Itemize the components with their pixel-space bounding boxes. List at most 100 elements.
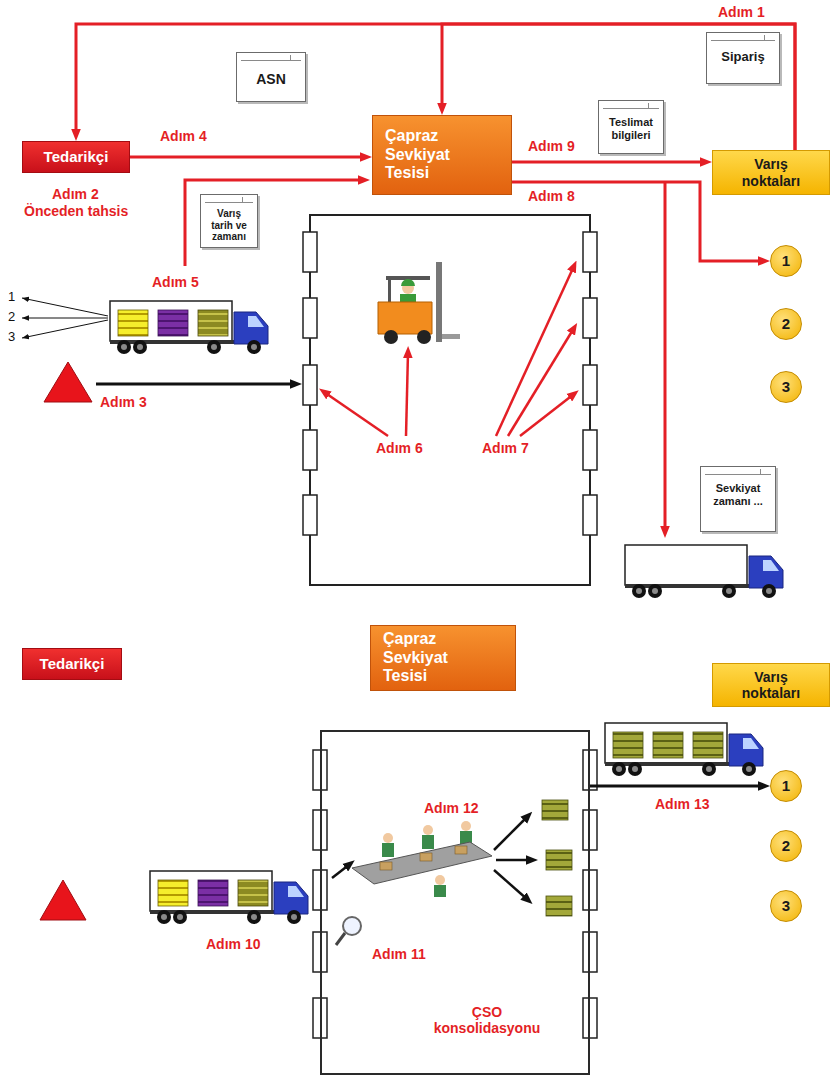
sorting-conveyor	[352, 821, 492, 897]
destination-circle: 3	[770, 371, 802, 403]
cargo-olive	[198, 310, 228, 336]
cargo-olive	[238, 880, 268, 906]
step-label: Adım 13	[655, 796, 709, 812]
unload-arrow	[324, 392, 388, 436]
destination-box: Varış noktaları	[712, 663, 830, 707]
document-header-divider	[242, 197, 243, 202]
worker-head	[383, 833, 393, 843]
conveyor-belt	[352, 842, 492, 884]
sort-arrow	[508, 328, 574, 436]
supplier-triangle	[40, 880, 86, 920]
node-text: Varış noktaları	[729, 669, 813, 701]
node-text: Varış tarih ve zamanı	[207, 208, 251, 243]
worker-head	[461, 821, 471, 831]
dock-door	[583, 232, 597, 272]
forklift-wheel	[417, 330, 431, 344]
node-text: 1	[782, 252, 790, 269]
worker-body	[422, 835, 434, 849]
sort-arrow	[496, 266, 574, 436]
supplier-box: Tedarikçi	[22, 648, 122, 680]
cargo-consolidated	[613, 732, 643, 758]
preallocation-arrow	[22, 298, 108, 316]
dock-door	[583, 932, 597, 972]
arrival-info-line	[185, 180, 364, 266]
flow-arrow	[130, 156, 366, 159]
dock-door	[583, 365, 597, 405]
node-text: Çapraz Sevkiyat Tesisi	[385, 127, 485, 182]
node-text: Çapraz Sevkiyat Tesisi	[383, 630, 483, 685]
node-text: 2	[782, 837, 790, 854]
worker-head	[435, 875, 445, 885]
destination-circle: 3	[770, 890, 802, 922]
step-label: Adım 6	[376, 440, 423, 456]
sort-arrow	[496, 859, 532, 862]
document-header-line	[711, 40, 775, 41]
step-label: Adım 5	[152, 274, 199, 290]
inbound-truck	[150, 871, 308, 924]
cargo-purple	[198, 880, 228, 906]
document-header-divider	[648, 103, 649, 108]
callout-number: 2	[8, 310, 15, 325]
document-header-line	[705, 474, 771, 475]
asn-document: ASN	[236, 52, 306, 102]
node-text: Tedarikçi	[44, 148, 109, 165]
crossdock-box: Çapraz Sevkiyat Tesisi	[372, 115, 512, 195]
preallocation-arrow	[22, 318, 108, 319]
dock-door	[583, 750, 597, 790]
consolidated-stack	[546, 850, 572, 870]
supplier-box: Tedarikçi	[22, 141, 130, 173]
step-label: Adım 10	[206, 936, 260, 952]
dock-door	[583, 298, 597, 338]
inbound-arrow	[96, 383, 296, 386]
forklift-mast	[436, 262, 442, 342]
magnifier-handle	[336, 933, 345, 945]
driver-helmet	[401, 279, 415, 286]
step-label: Adım 1	[718, 4, 765, 20]
dispatch-branch-line	[664, 182, 667, 532]
node-text: Teslimat bilgileri	[603, 116, 659, 141]
parcel	[455, 846, 467, 854]
step-label: Adım 11	[372, 946, 426, 962]
dock-door	[583, 998, 597, 1038]
worker-head	[423, 825, 433, 835]
document-header-line	[205, 202, 253, 203]
consolidation-hall: ÇSO konsolidasyonu	[320, 730, 590, 1075]
inspection-magnifier	[336, 917, 361, 945]
step-label: Adım 12	[424, 800, 478, 816]
document-header-divider	[760, 469, 761, 474]
dock-door	[303, 298, 317, 338]
dock-door	[583, 495, 597, 535]
node-text: ÇSO konsolidasyonu	[422, 1004, 552, 1036]
dock-door	[583, 810, 597, 850]
cargo-consolidated	[653, 732, 683, 758]
step-label: Adım 3	[100, 394, 147, 410]
worker-body	[382, 843, 394, 857]
forklift-icon	[378, 262, 460, 344]
node-text: Varış noktaları	[729, 156, 813, 188]
outbound-truck	[625, 545, 783, 598]
facility-outline	[310, 215, 590, 585]
supplier-triangle	[44, 362, 92, 402]
callout-number: 3	[8, 330, 15, 345]
node-text: Sevkiyat zamanı ...	[709, 482, 767, 507]
dock-door	[583, 870, 597, 910]
node-text: 1	[782, 777, 790, 794]
document-header-divider	[764, 35, 765, 40]
sort-arrow	[494, 816, 528, 850]
dock-door	[303, 232, 317, 272]
step-label: Adım 9	[528, 138, 575, 154]
dock-door	[303, 365, 317, 405]
cargo-consolidated	[693, 732, 723, 758]
callout-number: 1	[8, 290, 15, 305]
node-text: 3	[782, 378, 790, 395]
flow-arrow	[590, 785, 764, 788]
shipment-time-document: Sevkiyat zamanı ...	[700, 466, 776, 532]
node-text: Sipariş	[711, 50, 775, 65]
node-text: 2	[782, 315, 790, 332]
step-label: Adım 4	[160, 128, 207, 144]
unload-arrow	[406, 352, 408, 436]
order-document: Sipariş	[706, 32, 780, 84]
consolidated-stack	[542, 800, 568, 820]
destination-box: Varış noktaları	[712, 150, 830, 195]
